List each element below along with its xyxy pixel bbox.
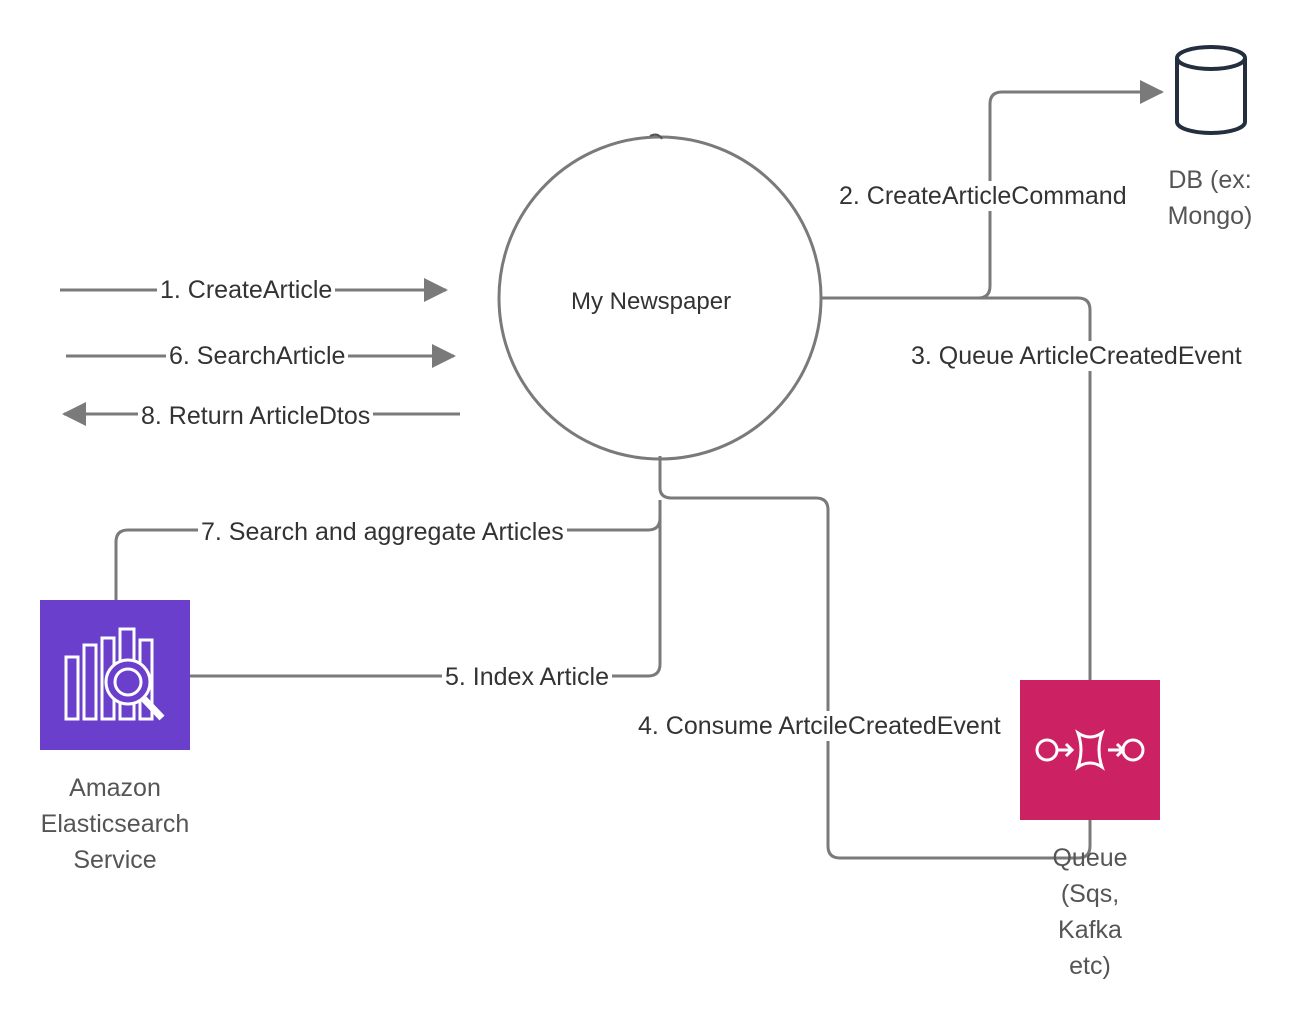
edge-6-label: 6. SearchArticle [166, 341, 349, 371]
edge-2-label: 2. CreateArticleCommand [836, 181, 1130, 211]
queue-label-line2: (Sqs, [1060, 880, 1120, 908]
edge-4-label: 4. Consume ArtcileCreatedEvent [635, 711, 1004, 741]
edge-8-label: 8. Return ArticleDtos [138, 401, 374, 431]
queue-icon[interactable] [1020, 680, 1160, 820]
elasticsearch-label-line3: Service [73, 846, 157, 874]
elasticsearch-label-line1: Amazon [69, 774, 161, 802]
edge-1-label: 1. CreateArticle [157, 275, 336, 305]
edge-7-line[interactable] [114, 500, 662, 600]
newspaper-top-mark [649, 133, 663, 140]
edge-5-line[interactable] [190, 500, 662, 678]
database-cylinder-icon[interactable] [1175, 45, 1247, 135]
edge-5-label: 5. Index Article [442, 662, 612, 692]
queue-label: Queue (Sqs, Kafka etc) [1030, 840, 1150, 984]
queue-label-line1: Queue [1052, 844, 1128, 872]
db-label: DB (ex: Mongo) [1150, 162, 1270, 234]
edge-3-line[interactable] [821, 296, 1092, 680]
elasticsearch-label: Amazon Elasticsearch Service [20, 770, 210, 878]
elasticsearch-icon[interactable] [40, 600, 190, 750]
newspaper-label: My Newspaper [571, 288, 732, 315]
queue-label-line3: Kafka [1058, 916, 1122, 944]
db-label-line1: DB (ex: [1168, 166, 1252, 194]
edge-3-label: 3. Queue ArticleCreatedEvent [908, 341, 1245, 371]
db-label-line2: Mongo) [1167, 202, 1253, 230]
edge-7-label: 7. Search and aggregate Articles [198, 517, 567, 547]
edge-4-line[interactable] [658, 456, 1092, 860]
queue-label-line4: etc) [1069, 952, 1111, 980]
elasticsearch-label-line2: Elasticsearch [40, 810, 190, 838]
